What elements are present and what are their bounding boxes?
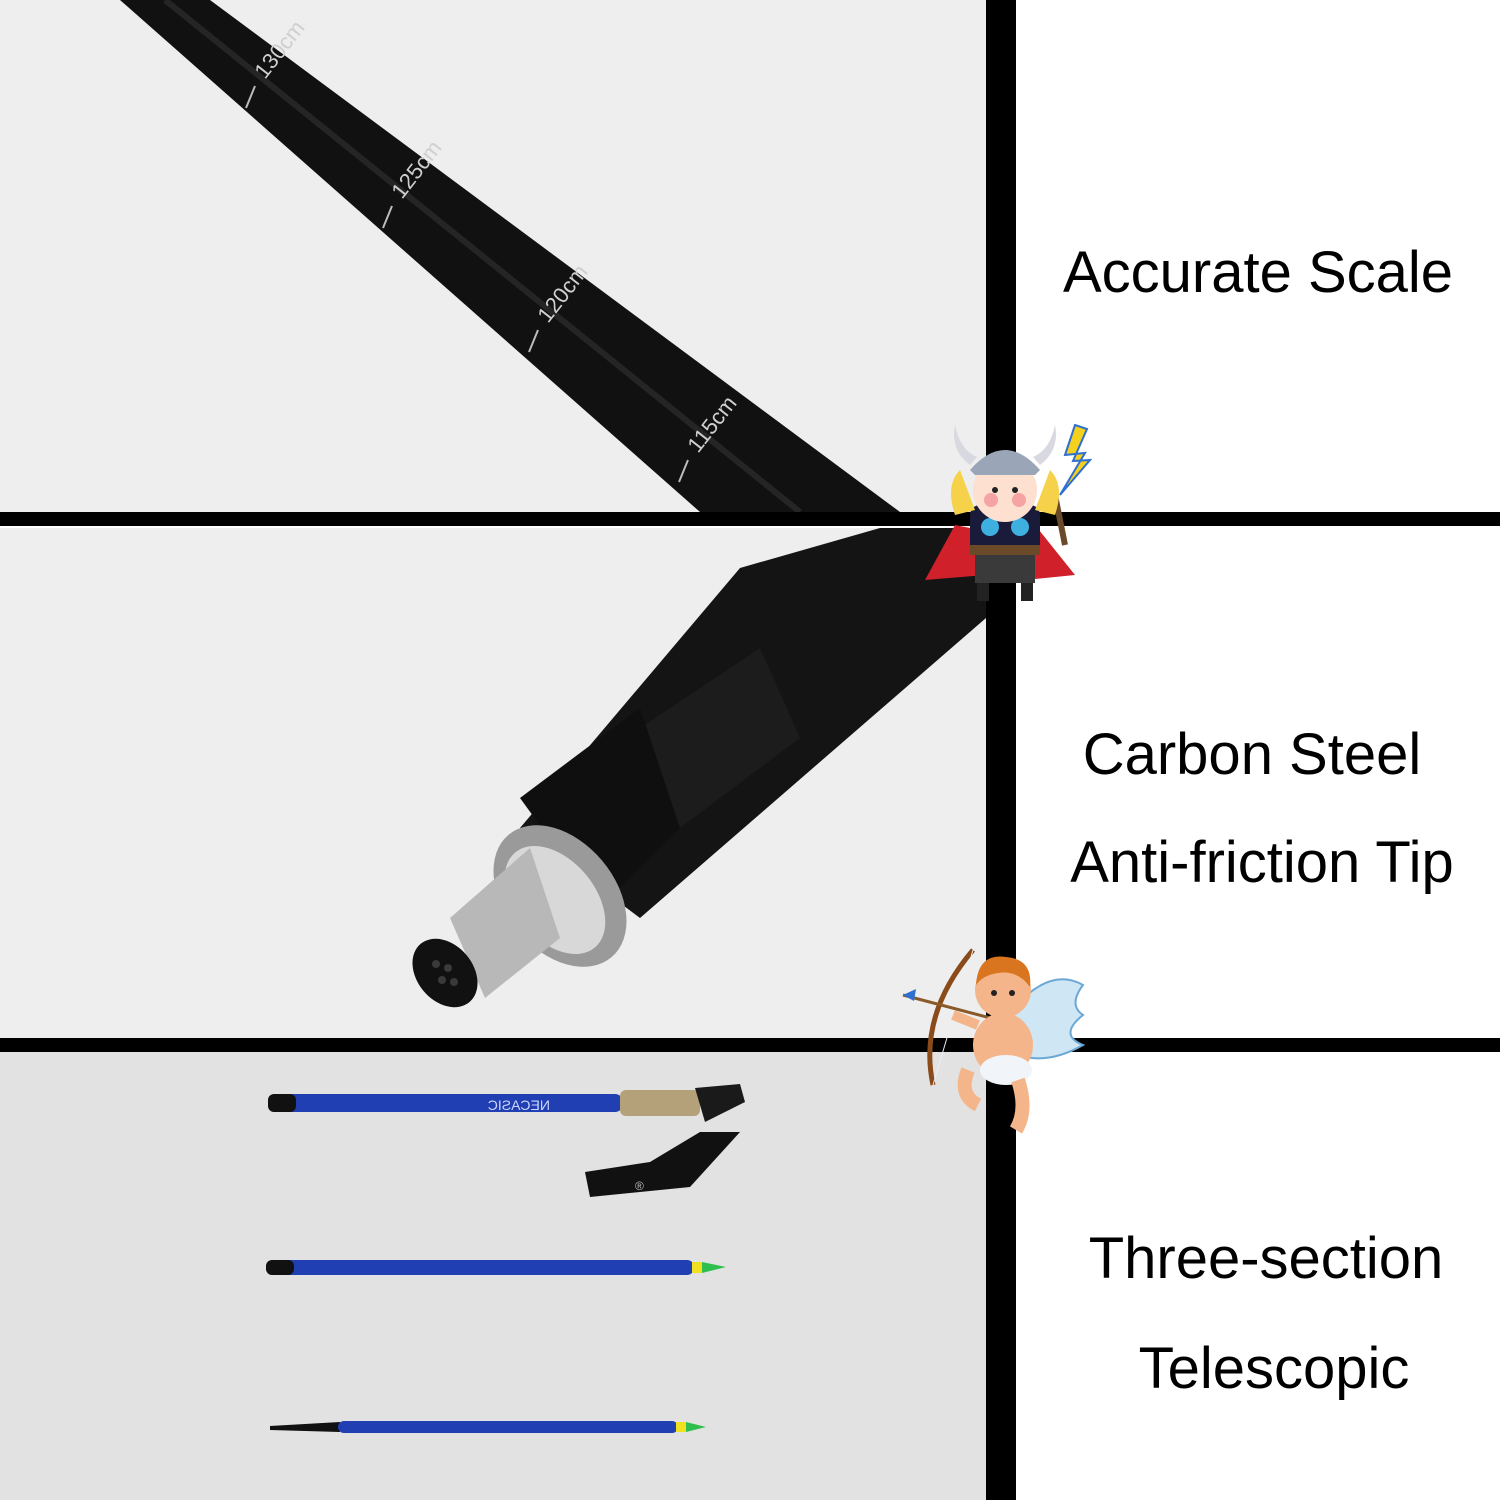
caption-accurate-scale: Accurate Scale [1062,240,1454,305]
scale-pole-illustration: 130cm 125cm 120cm 115cm [120,0,900,515]
vertical-divider [986,0,1016,1500]
carbon-steel-tip [412,938,478,1008]
cupid-head [975,962,1031,1018]
top-section-with-grip: NECASIC ® [268,1084,745,1197]
cupid-sticker-icon [902,948,1086,1134]
telescopic-sections-panel: NECASIC ® [0,1052,986,1500]
thor-sticker-icon [925,423,1093,601]
pole-sections-illustration: NECASIC ® [266,1084,745,1433]
black-pole-shaft [120,0,900,512]
brand-print: NECASIC [488,1097,550,1113]
bottom-section [270,1421,706,1433]
horizontal-divider-bottom [0,1038,1500,1052]
black-tip-body [520,708,680,908]
bow-arrow-icon [927,948,975,1086]
lightning-icon [1059,423,1093,496]
caption-three-section: Three-section [1088,1226,1444,1291]
steel-ferrule [450,848,560,998]
grip-strap [585,1132,740,1197]
tip-illustration [412,528,986,1008]
cork-grip [620,1090,700,1116]
caption-telescopic: Telescopic [1138,1336,1410,1401]
caption-carbon-steel: Carbon Steel [1082,722,1422,787]
caption-anti-friction-tip: Anti-friction Tip [1070,830,1454,895]
middle-section [266,1260,726,1275]
scale-closeup-panel: 130cm 125cm 120cm 115cm [0,0,986,515]
strap-mark: ® [635,1179,644,1193]
tip-closeup-panel [0,528,986,1038]
horizontal-divider-top [0,512,1500,526]
